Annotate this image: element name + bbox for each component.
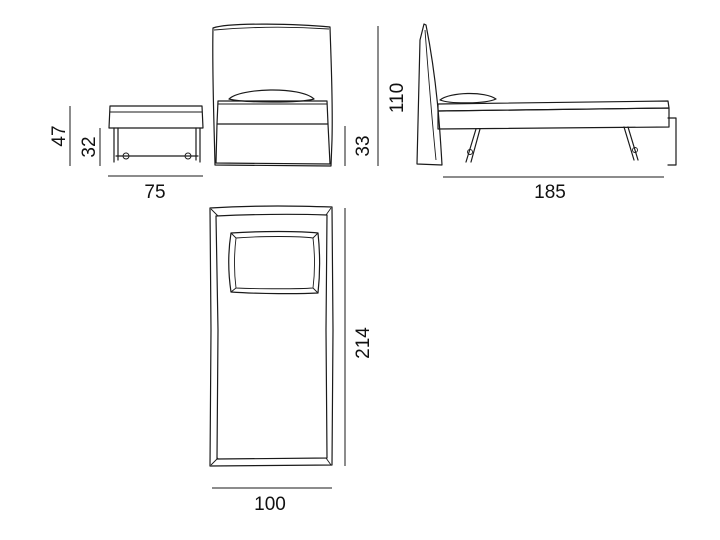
dimension-label-bench-width: 75: [144, 182, 165, 203]
dimension-bed-height: 110: [377, 26, 408, 166]
bed-top-view: [209, 205, 334, 467]
dimension-label-bed-height: 110: [387, 83, 408, 113]
dimension-label-bench-height: 47: [49, 125, 70, 146]
dimension-label-bed-width: 100: [254, 494, 286, 515]
dimension-label-bench-seat-height: 32: [79, 136, 100, 157]
bed-side-view: [416, 23, 677, 166]
dimension-bed-width: 100: [212, 487, 332, 515]
dimension-bed-length: 185: [443, 176, 664, 203]
dimension-bench-height: 47: [49, 106, 71, 166]
bed-front-view: [212, 23, 333, 167]
bench-front-view: [108, 105, 204, 163]
dimension-bed-frame-height: 33: [344, 126, 374, 166]
dimension-bench-seat-height: 32: [79, 128, 101, 166]
dimension-label-bed-frame-height: 33: [353, 135, 374, 156]
dimension-bench-width: 75: [108, 175, 203, 203]
dimension-mattress-length: 214: [344, 208, 374, 466]
dimension-label-bed-length: 185: [534, 182, 566, 203]
dimension-label-mattress-length: 214: [353, 327, 374, 359]
